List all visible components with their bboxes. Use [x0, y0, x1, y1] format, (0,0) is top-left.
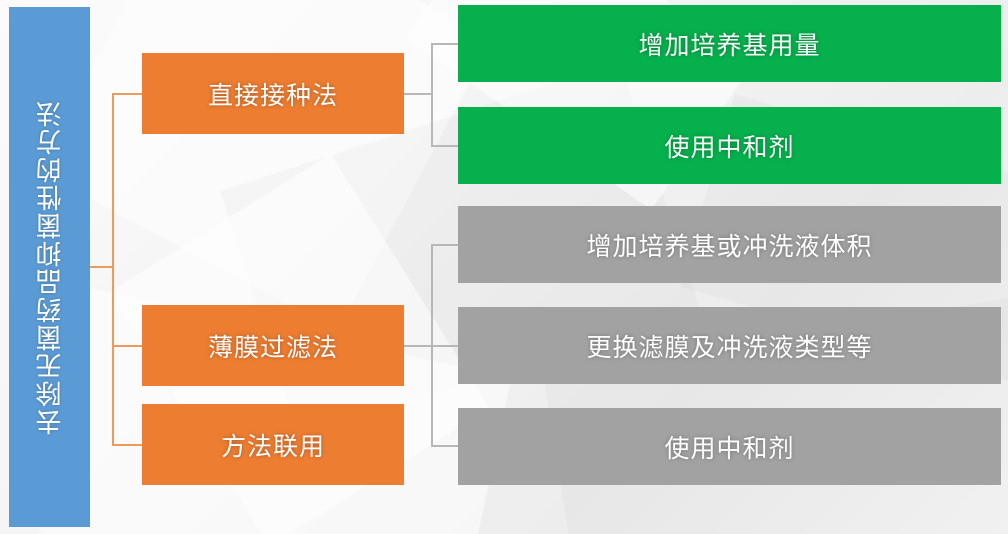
- node-increase-volume[interactable]: 增加培养基或冲洗液体积: [458, 206, 1001, 283]
- node-label: 使用中和剂: [664, 434, 795, 463]
- node-increase-medium[interactable]: 增加培养基用量: [458, 5, 1001, 82]
- root-node-label: 去除无菌药品抑菌性的方法: [35, 99, 65, 435]
- node-label: 薄膜过滤法: [207, 333, 338, 362]
- node-membrane-filtration[interactable]: 薄膜过滤法: [142, 305, 404, 386]
- node-label: 使用中和剂: [664, 133, 795, 162]
- node-label: 更换滤膜及冲洗液类型等: [586, 333, 873, 362]
- root-node[interactable]: 去除无菌药品抑菌性的方法: [9, 7, 90, 527]
- node-label: 增加培养基用量: [638, 31, 821, 60]
- node-use-neutralizer-green[interactable]: 使用中和剂: [458, 107, 1001, 184]
- node-label: 直接接种法: [207, 81, 338, 110]
- node-label: 方法联用: [220, 432, 325, 461]
- node-use-neutralizer-gray[interactable]: 使用中和剂: [458, 408, 1001, 485]
- node-combined-methods[interactable]: 方法联用: [142, 404, 404, 485]
- node-change-membrane[interactable]: 更换滤膜及冲洗液类型等: [458, 307, 1001, 384]
- node-direct-inoculation[interactable]: 直接接种法: [142, 53, 404, 134]
- node-label: 增加培养基或冲洗液体积: [586, 232, 873, 261]
